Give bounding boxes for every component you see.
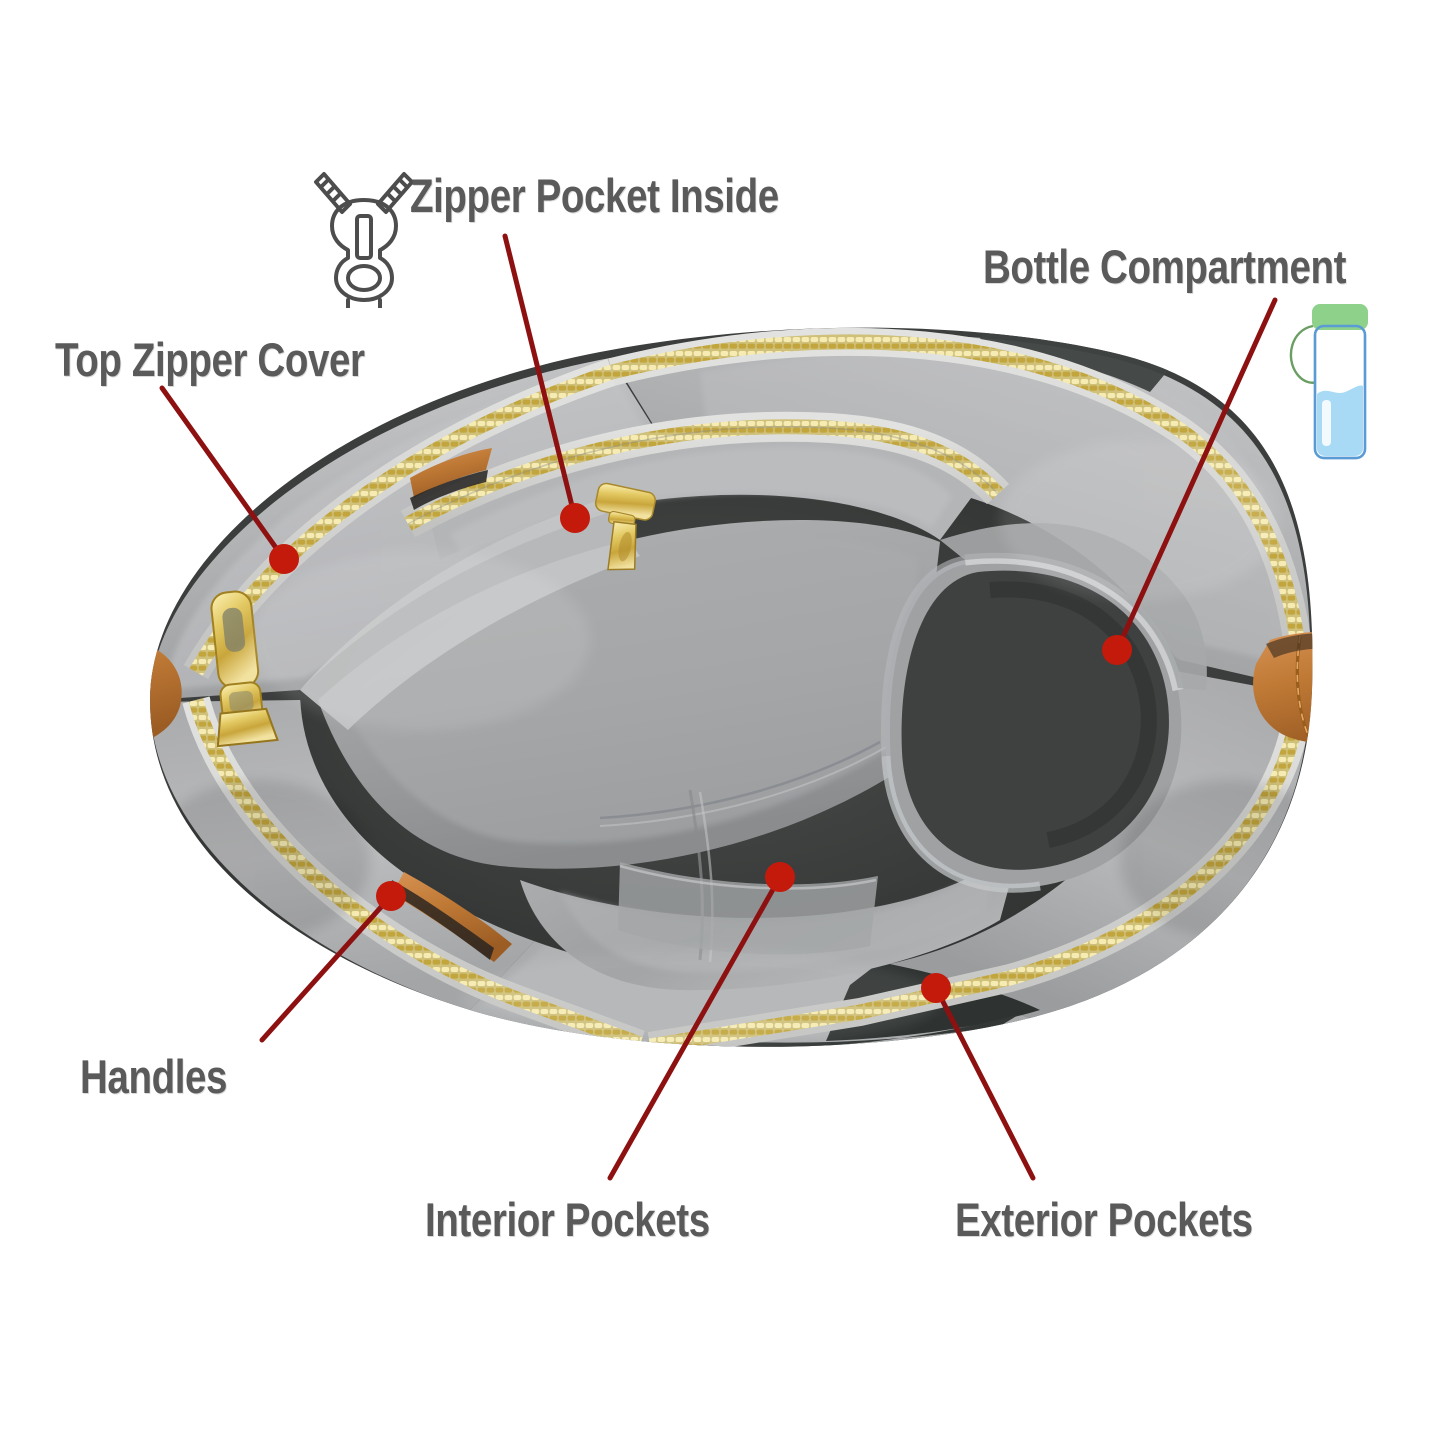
label-interior-pockets: Interior Pockets bbox=[425, 1193, 710, 1246]
right-leather-handle-tab bbox=[1253, 631, 1313, 745]
callout-dots bbox=[269, 503, 1132, 1003]
leader-handles bbox=[259, 893, 394, 1043]
upper-leather-trim-tab bbox=[410, 448, 492, 510]
dot-bottle-compartment bbox=[1102, 635, 1132, 665]
dot-zipper-pocket bbox=[560, 503, 590, 533]
leader-bottle-compartment bbox=[1114, 297, 1278, 653]
label-zipper-pocket-inside: Zipper Pocket Inside bbox=[410, 169, 779, 222]
interior-zipper-pull bbox=[594, 482, 656, 571]
lower-leather-trim-tab bbox=[390, 872, 512, 962]
dot-interior-pockets bbox=[765, 862, 795, 892]
bag-body bbox=[150, 327, 1313, 1047]
dot-top-zipper-cover bbox=[269, 544, 299, 574]
left-leather-handle-tab bbox=[150, 631, 182, 749]
label-top-zipper-cover: Top Zipper Cover bbox=[55, 333, 365, 386]
leader-interior-pockets bbox=[607, 874, 783, 1181]
dot-handles bbox=[376, 881, 406, 911]
leader-exterior-pockets bbox=[933, 985, 1036, 1181]
interior-pocket-zipper bbox=[400, 411, 1010, 571]
label-bottle-compartment: Bottle Compartment bbox=[983, 240, 1347, 293]
zipper-icon bbox=[312, 160, 416, 358]
label-exterior-pockets: Exterior Pockets bbox=[955, 1193, 1253, 1246]
leader-zipper-pocket bbox=[502, 233, 578, 521]
label-handles: Handles bbox=[80, 1050, 228, 1103]
leader-top-zipper-cover bbox=[159, 385, 287, 562]
dot-exterior-pockets bbox=[921, 973, 951, 1003]
callout-leaders bbox=[159, 233, 1278, 1181]
water-bottle-icon bbox=[1283, 300, 1373, 470]
main-top-zipper-upper-right bbox=[608, 327, 1313, 666]
main-zipper-pull bbox=[210, 590, 279, 748]
